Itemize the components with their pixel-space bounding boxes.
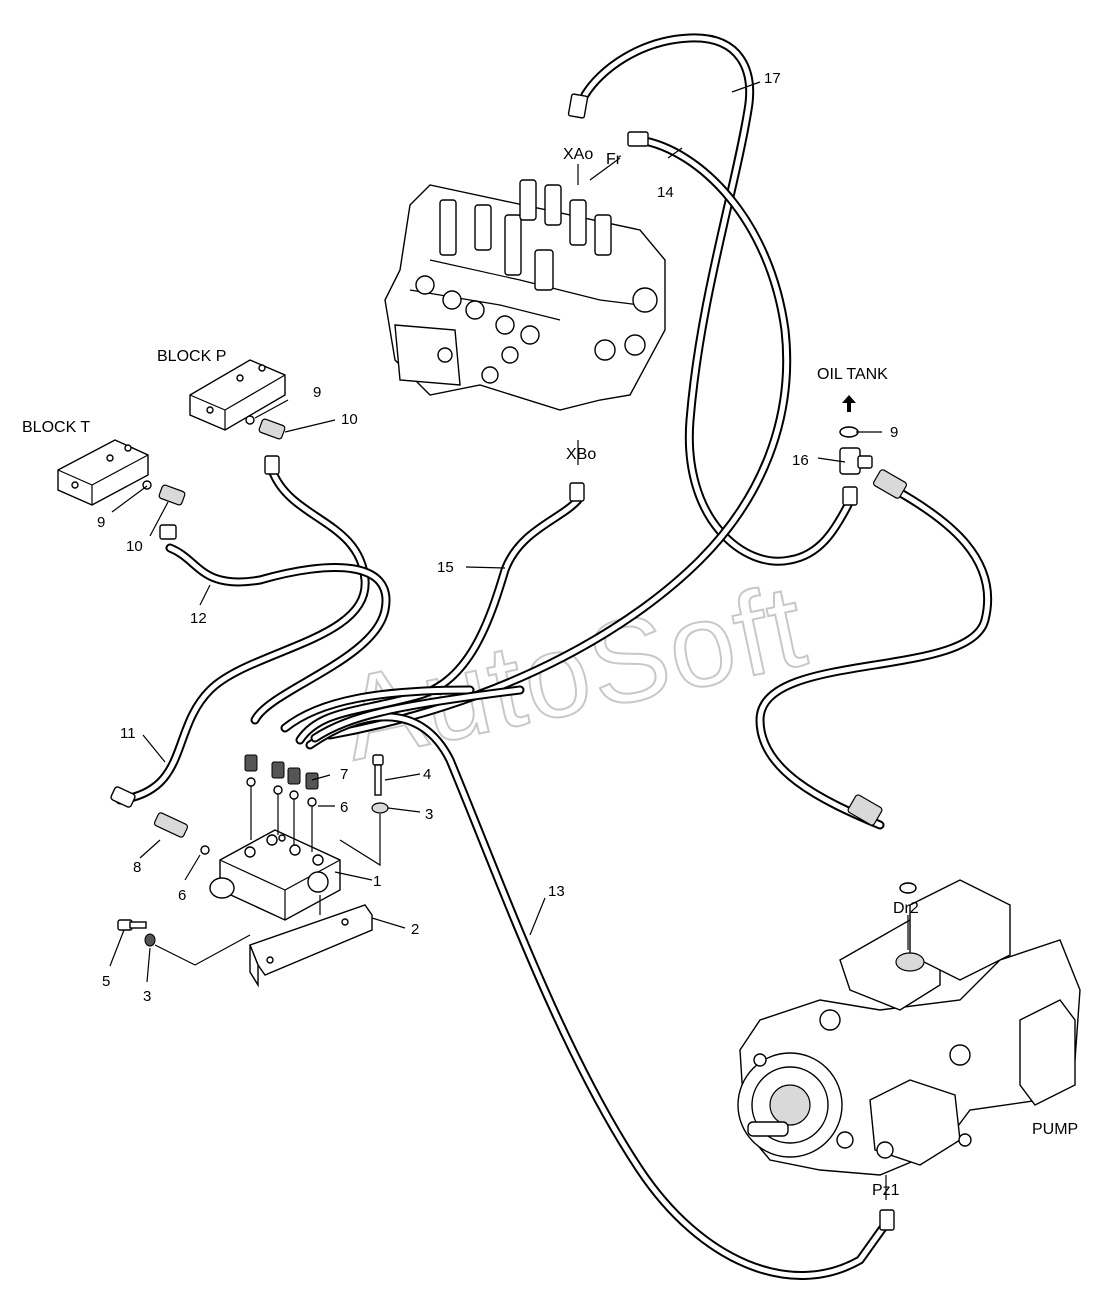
callout-3: 3	[143, 988, 151, 1005]
bracket-2	[249, 895, 373, 988]
label-port-xbo: XBo	[566, 446, 596, 463]
callout-6: 6	[178, 887, 186, 904]
label-port-pz1: Pz1	[872, 1182, 900, 1199]
hose-12	[165, 543, 391, 725]
callout-15: 15	[437, 559, 454, 576]
hose-17	[580, 33, 853, 566]
tee-fitting-10-lower	[142, 480, 186, 506]
callout-2: 2	[411, 921, 419, 938]
hose-15	[295, 495, 583, 745]
hose-14	[325, 135, 792, 740]
label-block-t: BLOCK T	[22, 419, 90, 436]
callout-12: 12	[190, 610, 207, 627]
bolt-5	[117, 919, 251, 966]
callout-11: 11	[120, 725, 136, 742]
callout-7: 7	[340, 766, 348, 783]
hose-short-a	[280, 685, 475, 733]
label-oil-tank: OIL TANK	[817, 366, 888, 383]
control-valve	[384, 179, 666, 411]
callout-3: 3	[425, 806, 433, 823]
fittings-7	[244, 754, 319, 852]
callout-4: 4	[423, 766, 431, 783]
tee-fitting-16	[839, 395, 873, 475]
label-port-xao: XAo	[563, 146, 593, 163]
manifold-block-1	[209, 829, 341, 921]
hose-short-b	[310, 685, 525, 743]
callout-8: 8	[133, 859, 141, 876]
label-pump: PUMP	[1032, 1121, 1078, 1138]
callout-10: 10	[341, 411, 358, 428]
label-port-fr: Fr	[606, 151, 622, 168]
callout-14: 14	[657, 184, 674, 201]
callout-9: 9	[313, 384, 321, 401]
callout-9: 9	[890, 424, 898, 441]
bolt-4	[339, 754, 389, 867]
callout-17: 17	[764, 70, 781, 87]
tee-fitting-10-upper	[245, 415, 286, 440]
callout-13: 13	[548, 883, 565, 900]
label-port-dr2: Dr2	[893, 900, 919, 917]
block-t	[57, 439, 149, 506]
block-p	[189, 359, 286, 431]
up-arrow-icon	[842, 395, 856, 412]
hose-13	[305, 712, 890, 1280]
callout-5: 5	[102, 973, 110, 990]
watermark: AutoSoft	[331, 559, 817, 786]
hose-fittings	[159, 93, 907, 1231]
fitting-8	[110, 786, 210, 855]
leader-lines	[109, 81, 917, 1200]
hose-11	[115, 465, 370, 805]
callout-10: 10	[126, 538, 143, 555]
hose-oil-tank-to-pump	[755, 482, 993, 830]
label-block-p: BLOCK P	[157, 348, 226, 365]
callout-1: 1	[373, 873, 381, 890]
callout-6: 6	[340, 799, 348, 816]
pump	[737, 879, 1081, 1176]
callout-9: 9	[97, 514, 105, 531]
callout-16: 16	[792, 452, 809, 469]
